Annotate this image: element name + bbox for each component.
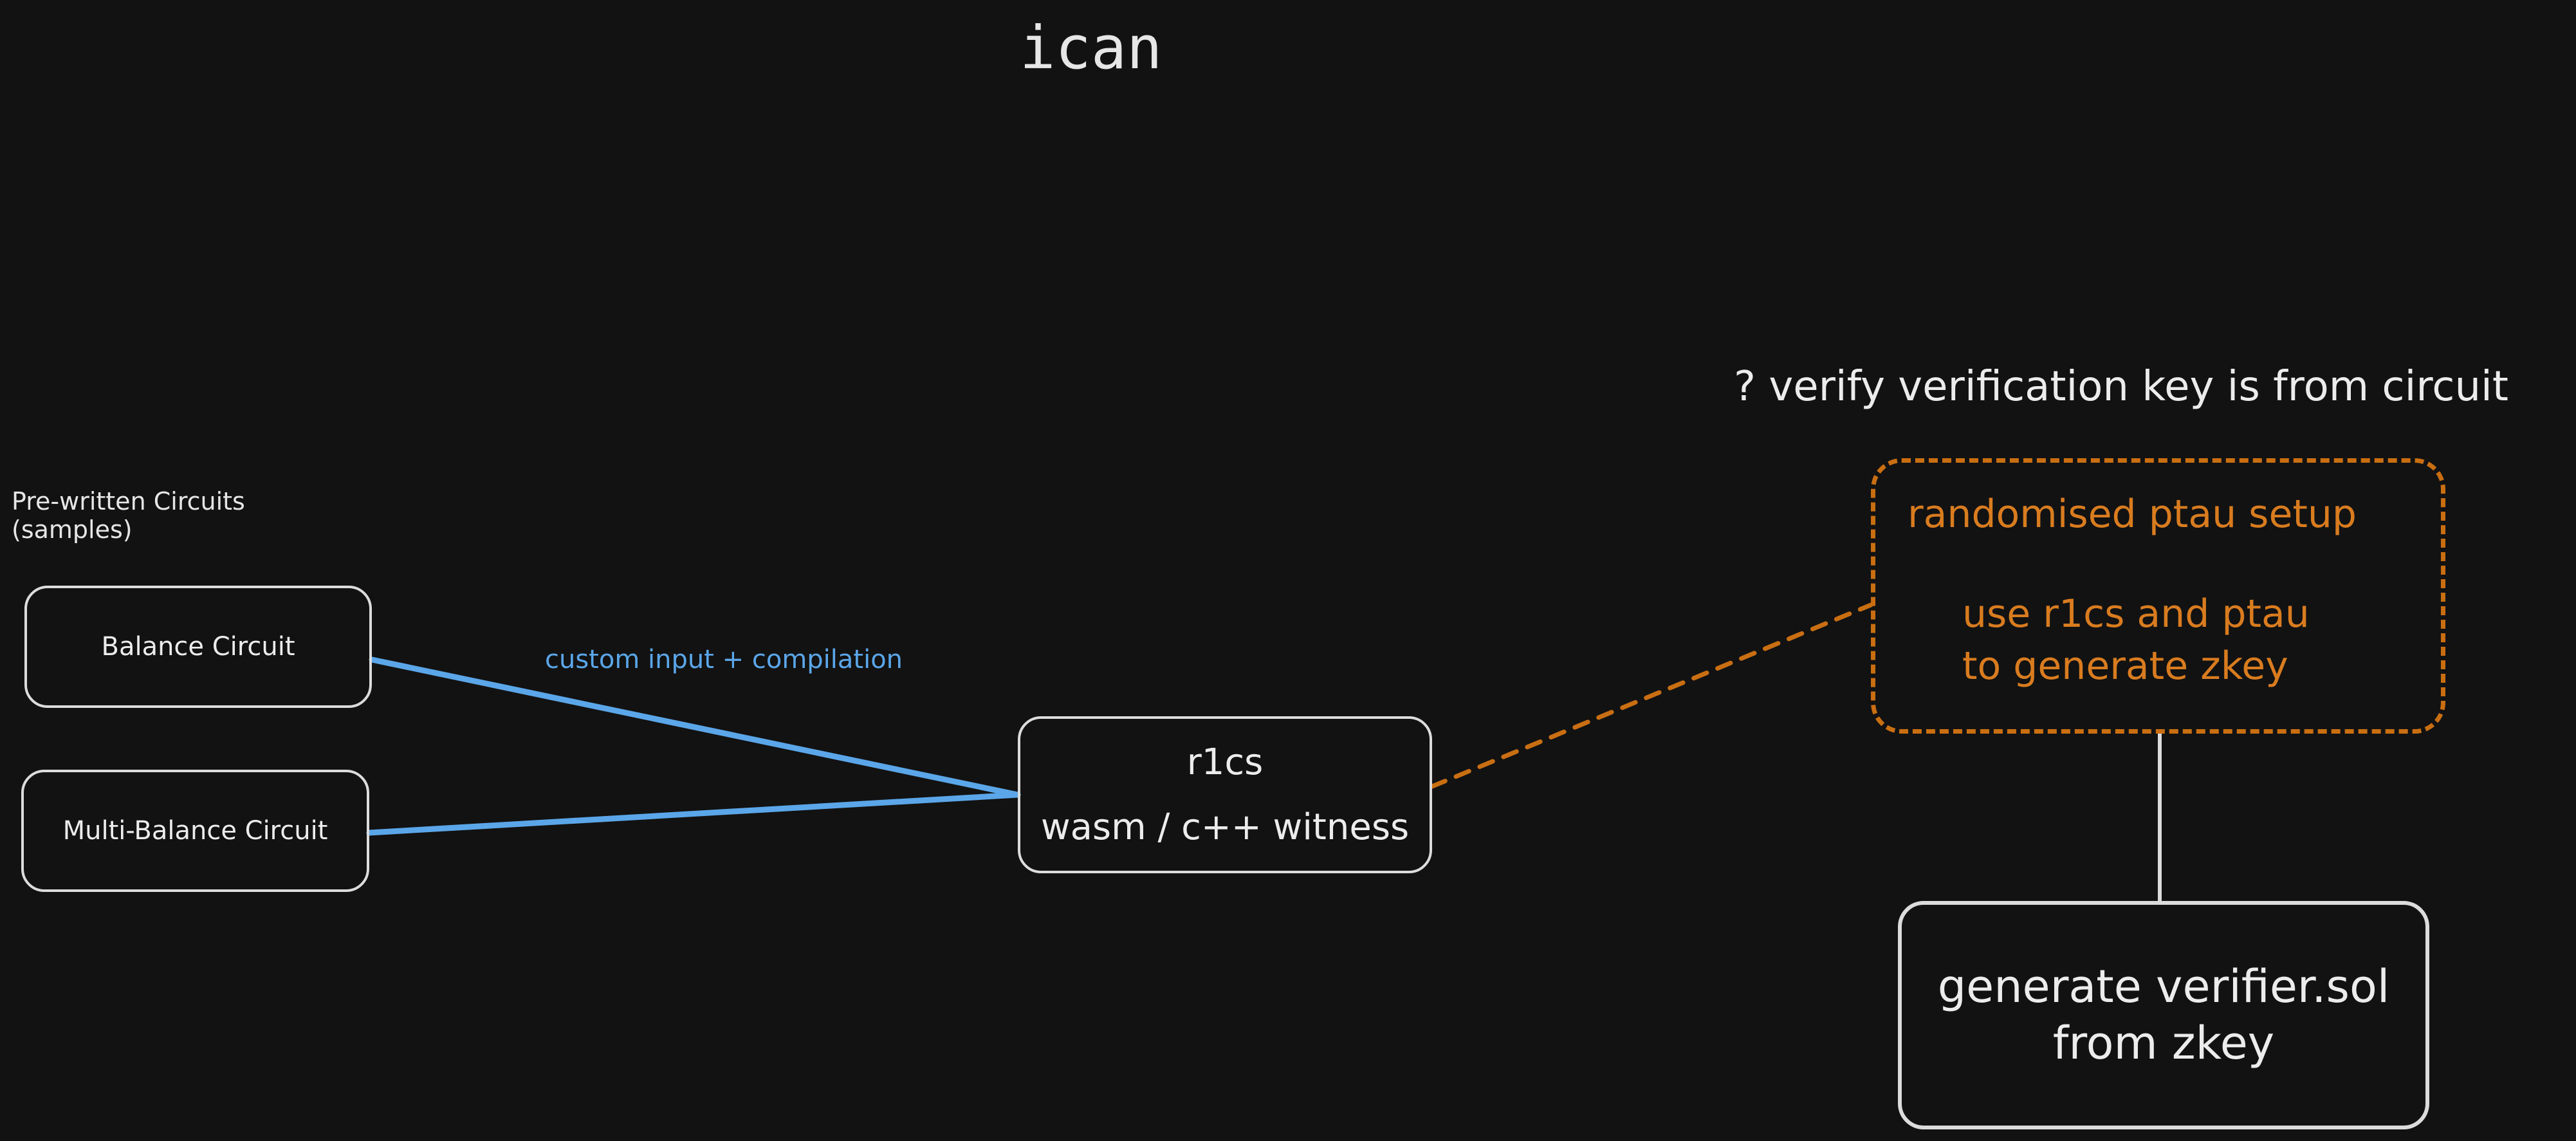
question-annotation: ? verify verification key is from circui… (1734, 363, 2508, 411)
diagram-title: ican (1020, 14, 1163, 82)
node-verifier-line-1: generate verifier.sol (1937, 960, 2390, 1013)
node-generate-verifier[interactable]: generate verifier.sol from zkey (1898, 901, 2429, 1129)
edge-r1cs-to-ptau (1430, 602, 1873, 789)
node-r1cs[interactable]: r1cs wasm / c++ witness (1018, 716, 1432, 873)
edge-balance-to-r1cs (369, 656, 1021, 798)
section-label-prewritten-circuits: Pre-written Circuits (samples) (12, 487, 245, 544)
node-ptau-body: use r1cs and ptau to generate zkey (1962, 588, 2310, 692)
section-label-line-2: (samples) (12, 515, 133, 544)
node-ptau-line-2: to generate zkey (1962, 644, 2288, 689)
node-r1cs-title: r1cs (1186, 741, 1264, 784)
node-balance-circuit[interactable]: Balance Circuit (24, 586, 372, 708)
node-multi-balance-circuit-label: Multi-Balance Circuit (62, 816, 328, 846)
node-ptau-setup[interactable]: randomised ptau setup use r1cs and ptau … (1871, 458, 2445, 734)
node-ptau-title: randomised ptau setup (1908, 492, 2357, 537)
section-label-line-1: Pre-written Circuits (12, 487, 245, 515)
node-multi-balance-circuit[interactable]: Multi-Balance Circuit (21, 770, 369, 892)
edge-multi-balance-to-r1cs (366, 792, 1021, 836)
edge-label-compilation: custom input + compilation (545, 645, 903, 674)
node-balance-circuit-label: Balance Circuit (101, 632, 295, 662)
node-verifier-line-2: from zkey (2052, 1016, 2275, 1070)
node-r1cs-subtitle: wasm / c++ witness (1040, 806, 1410, 848)
node-ptau-line-1: use r1cs and ptau (1962, 591, 2310, 636)
